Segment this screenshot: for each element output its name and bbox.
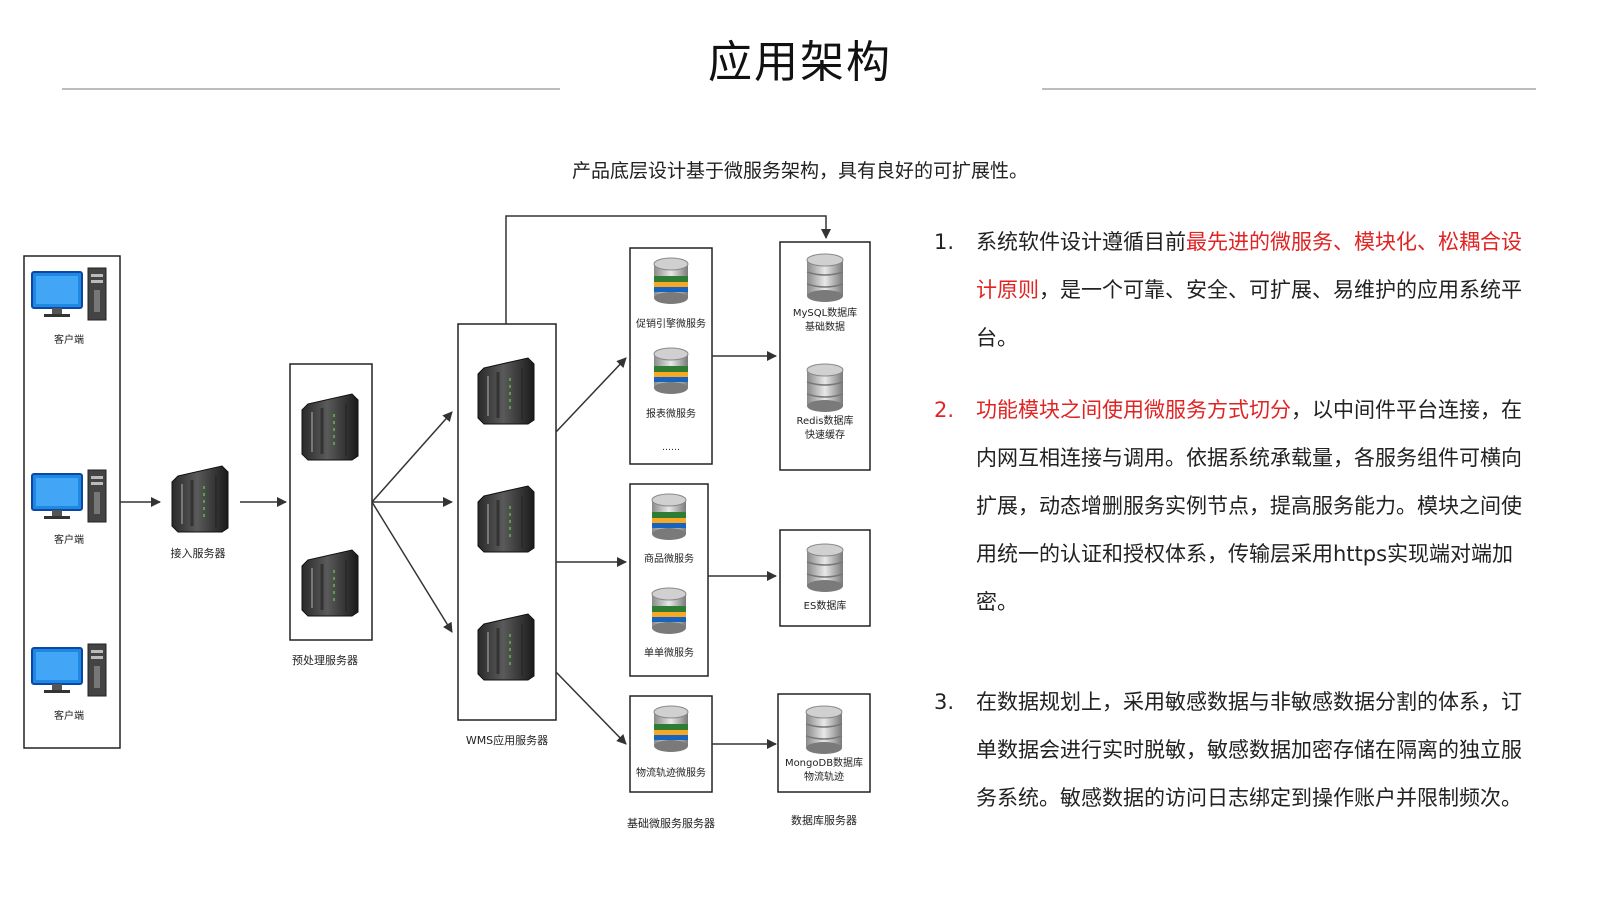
key-points: 1. 系统软件设计遵循目前最先进的微服务、模块化、松耦合设计原则，是一个可靠、安… (934, 218, 1534, 822)
ms-ellipsis: …… (662, 443, 680, 453)
arrow-wms-to-ms-bottom (555, 671, 627, 745)
redis-db-icon (806, 363, 844, 413)
access-server-label: 接入服务器 (171, 547, 226, 560)
title-rule-right (1042, 88, 1536, 90)
client-computer-icon-2 (31, 469, 107, 523)
preprocess-server-icon-1 (300, 392, 360, 462)
order-service-label: 单单微服务 (644, 646, 694, 659)
database-group-label: 数据库服务器 (791, 813, 857, 827)
mysql-db-name: MySQL数据库 (793, 306, 857, 319)
db-box-top (779, 241, 871, 471)
title-rule-left (62, 88, 560, 90)
client-label-1: 客户端 (54, 333, 84, 346)
point-2-highlight: 功能模块之间使用微服务方式切分 (976, 398, 1291, 422)
logistics-service-db-icon (653, 705, 689, 753)
order-service-db-icon (651, 587, 687, 635)
point-2: 2. 功能模块之间使用微服务方式切分，以中间件平台连接，在内网互相连接与调用。依… (934, 386, 1534, 626)
point-1: 1. 系统软件设计遵循目前最先进的微服务、模块化、松耦合设计原则，是一个可靠、安… (934, 218, 1534, 362)
mongo-db-name: MongoDB数据库 (785, 756, 863, 769)
access-server-icon (170, 464, 230, 534)
point-1-number: 1. (934, 230, 955, 254)
client-label-3: 客户端 (54, 709, 84, 722)
arrow-wms-to-mysql (505, 215, 831, 324)
ms-box-mid (629, 483, 709, 677)
client-computer-icon-3 (31, 643, 107, 697)
page-title: 应用架构 (708, 37, 892, 88)
client-computer-icon-1 (31, 267, 107, 321)
point-3-post: 在数据规划上，采用敏感数据与非敏感数据分割的体系，订单数据会进行实时脱敏，敏感数… (976, 690, 1522, 810)
product-service-label: 商品微服务 (644, 552, 694, 565)
redis-db-name: Redis数据库 (797, 414, 854, 427)
page-subtitle: 产品底层设计基于微服务架构，具有良好的可扩展性。 (571, 160, 1028, 182)
point-1-text: 系统软件设计遵循目前最先进的微服务、模块化、松耦合设计原则，是一个可靠、安全、可… (976, 218, 1534, 362)
architecture-diagram: 客户端 客户端 客户端 接入服务器 预处理服务器 WMS应用服务器 促销引擎微服… (23, 215, 871, 830)
preprocess-server-icon-2 (300, 548, 360, 618)
point-2-number: 2. (934, 398, 955, 422)
mongo-db-desc: 物流轨迹 (804, 770, 844, 783)
point-3: 3. 在数据规划上，采用敏感数据与非敏感数据分割的体系，订单数据会进行实时脱敏，… (934, 678, 1534, 822)
redis-db-desc: 快速缓存 (805, 428, 845, 441)
report-service-label: 报表微服务 (646, 407, 696, 420)
es-db-name: ES数据库 (804, 599, 847, 612)
microservice-group-label: 基础微服务服务器 (627, 816, 715, 830)
promo-service-label: 促销引擎微服务 (636, 317, 706, 330)
promo-service-db-icon (653, 257, 689, 305)
point-3-number: 3. (934, 690, 955, 714)
point-2-text: 功能模块之间使用微服务方式切分，以中间件平台连接，在内网互相连接与调用。依据系统… (976, 386, 1534, 626)
wms-server-icon-1 (476, 356, 536, 426)
arrow-preprocess-to-wms-3 (371, 501, 453, 633)
point-1-post: ，是一个可靠、安全、可扩展、易维护的应用系统平台。 (976, 278, 1522, 350)
wms-server-icon-2 (476, 484, 536, 554)
es-db-icon (806, 543, 844, 593)
report-service-db-icon (653, 347, 689, 395)
wms-server-icon-3 (476, 612, 536, 682)
point-3-text: 在数据规划上，采用敏感数据与非敏感数据分割的体系，订单数据会进行实时脱敏，敏感数… (976, 678, 1534, 822)
wms-box (457, 323, 557, 721)
arrow-preprocess-to-wms-1 (371, 411, 453, 503)
mysql-db-desc: 基础数据 (805, 320, 845, 333)
wms-server-label: WMS应用服务器 (466, 733, 548, 747)
arrow-wms-to-ms-top (555, 357, 627, 433)
mysql-db-icon (806, 253, 844, 303)
product-service-db-icon (651, 493, 687, 541)
client-label-2: 客户端 (54, 533, 84, 546)
point-1-highlight: 最先进的微服务、模块化、松耦合设计原则 (976, 230, 1522, 302)
point-1-pre: 系统软件设计遵循目前 (976, 230, 1186, 254)
mongo-db-icon (805, 705, 843, 755)
db-box-mid (779, 529, 871, 627)
preprocess-server-label: 预处理服务器 (292, 654, 358, 667)
logistics-service-label: 物流轨迹微服务 (636, 766, 706, 779)
db-box-bottom (777, 693, 871, 793)
point-2-post: ，以中间件平台连接，在内网互相连接与调用。依据系统承载量，各服务组件可横向扩展，… (976, 398, 1522, 614)
